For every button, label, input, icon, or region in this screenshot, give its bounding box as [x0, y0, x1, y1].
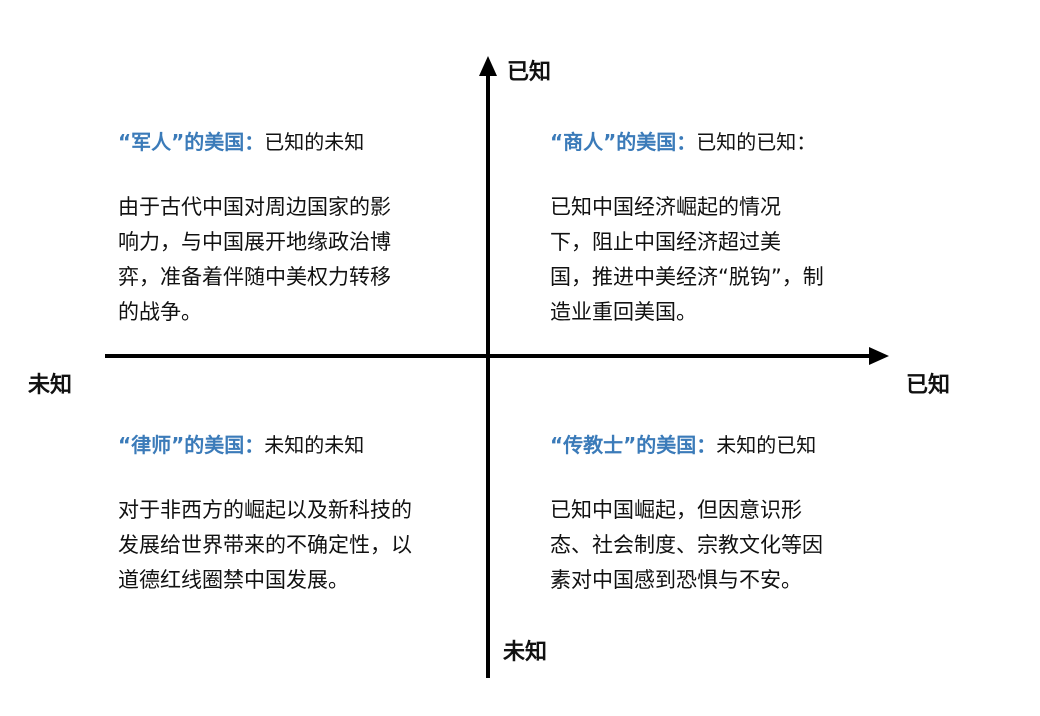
body-line: 国，推进中美经济“脱钩”，制: [550, 265, 824, 289]
body-line: 对于非西方的崛起以及新科技的: [118, 498, 412, 522]
quadrant-role: “商人”的美国：: [550, 130, 697, 154]
quadrant-bottom-left: “律师”的美国：未知的未知 对于非西方的崛起以及新科技的 发展给世界带来的不确定…: [118, 435, 412, 598]
body-line: 由于古代中国对周边国家的影: [118, 195, 391, 219]
quadrant-category: 未知的未知: [264, 433, 365, 457]
quadrant-title: “律师”的美国：未知的未知: [118, 435, 412, 455]
quadrant-body: 已知中国经济崛起的情况 下，阻止中国经济超过美 国，推进中美经济“脱钩”，制 造…: [550, 190, 824, 330]
vertical-arrowhead: [479, 56, 497, 76]
quadrant-body: 对于非西方的崛起以及新科技的 发展给世界带来的不确定性，以 道德红线圈禁中国发展…: [118, 493, 412, 598]
body-line: 道德红线圈禁中国发展。: [118, 568, 349, 592]
quadrant-title: “商人”的美国：已知的已知：: [550, 132, 824, 152]
quadrant-category: 未知的已知: [716, 433, 817, 457]
body-line: 响力，与中国展开地缘政治博: [118, 230, 391, 254]
horizontal-arrowhead: [869, 347, 889, 365]
quadrant-bottom-right: “传教士”的美国：未知的已知 已知中国崛起，但因意识形 态、社会制度、宗教文化等…: [550, 435, 823, 598]
quadrant-title: “传教士”的美国：未知的已知: [550, 435, 823, 455]
body-line: 的战争。: [118, 300, 202, 324]
body-line: 已知中国经济崛起的情况: [550, 195, 781, 219]
body-line: 发展给世界带来的不确定性，以: [118, 533, 412, 557]
quadrant-top-left: “军人”的美国：已知的未知 由于古代中国对周边国家的影 响力，与中国展开地缘政治…: [118, 132, 391, 330]
body-line: 素对中国感到恐惧与不安。: [550, 568, 802, 592]
quadrant-title: “军人”的美国：已知的未知: [118, 132, 391, 152]
body-line: 态、社会制度、宗教文化等因: [550, 533, 823, 557]
body-line: 已知中国崛起，但因意识形: [550, 498, 802, 522]
quadrant-top-right: “商人”的美国：已知的已知： 已知中国经济崛起的情况 下，阻止中国经济超过美 国…: [550, 132, 824, 330]
axis-label-right: 已知: [906, 373, 951, 398]
quadrant-category: 已知的未知: [264, 130, 365, 154]
quadrant-role: “传教士”的美国：: [550, 433, 717, 457]
quadrant-body: 由于古代中国对周边国家的影 响力，与中国展开地缘政治博 弈，准备着伴随中美权力转…: [118, 190, 391, 330]
body-line: 弈，准备着伴随中美权力转移: [118, 265, 391, 289]
quadrant-role: “军人”的美国：: [118, 130, 265, 154]
body-line: 造业重回美国。: [550, 300, 697, 324]
axis-label-bottom: 未知: [503, 640, 548, 665]
quadrant-role: “律师”的美国：: [118, 433, 265, 457]
body-line: 下，阻止中国经济超过美: [550, 230, 781, 254]
axis-label-left: 未知: [28, 373, 73, 398]
axis-label-top: 已知: [507, 60, 552, 85]
quadrant-category: 已知的已知：: [696, 130, 817, 154]
quadrant-body: 已知中国崛起，但因意识形 态、社会制度、宗教文化等因 素对中国感到恐惧与不安。: [550, 493, 823, 598]
